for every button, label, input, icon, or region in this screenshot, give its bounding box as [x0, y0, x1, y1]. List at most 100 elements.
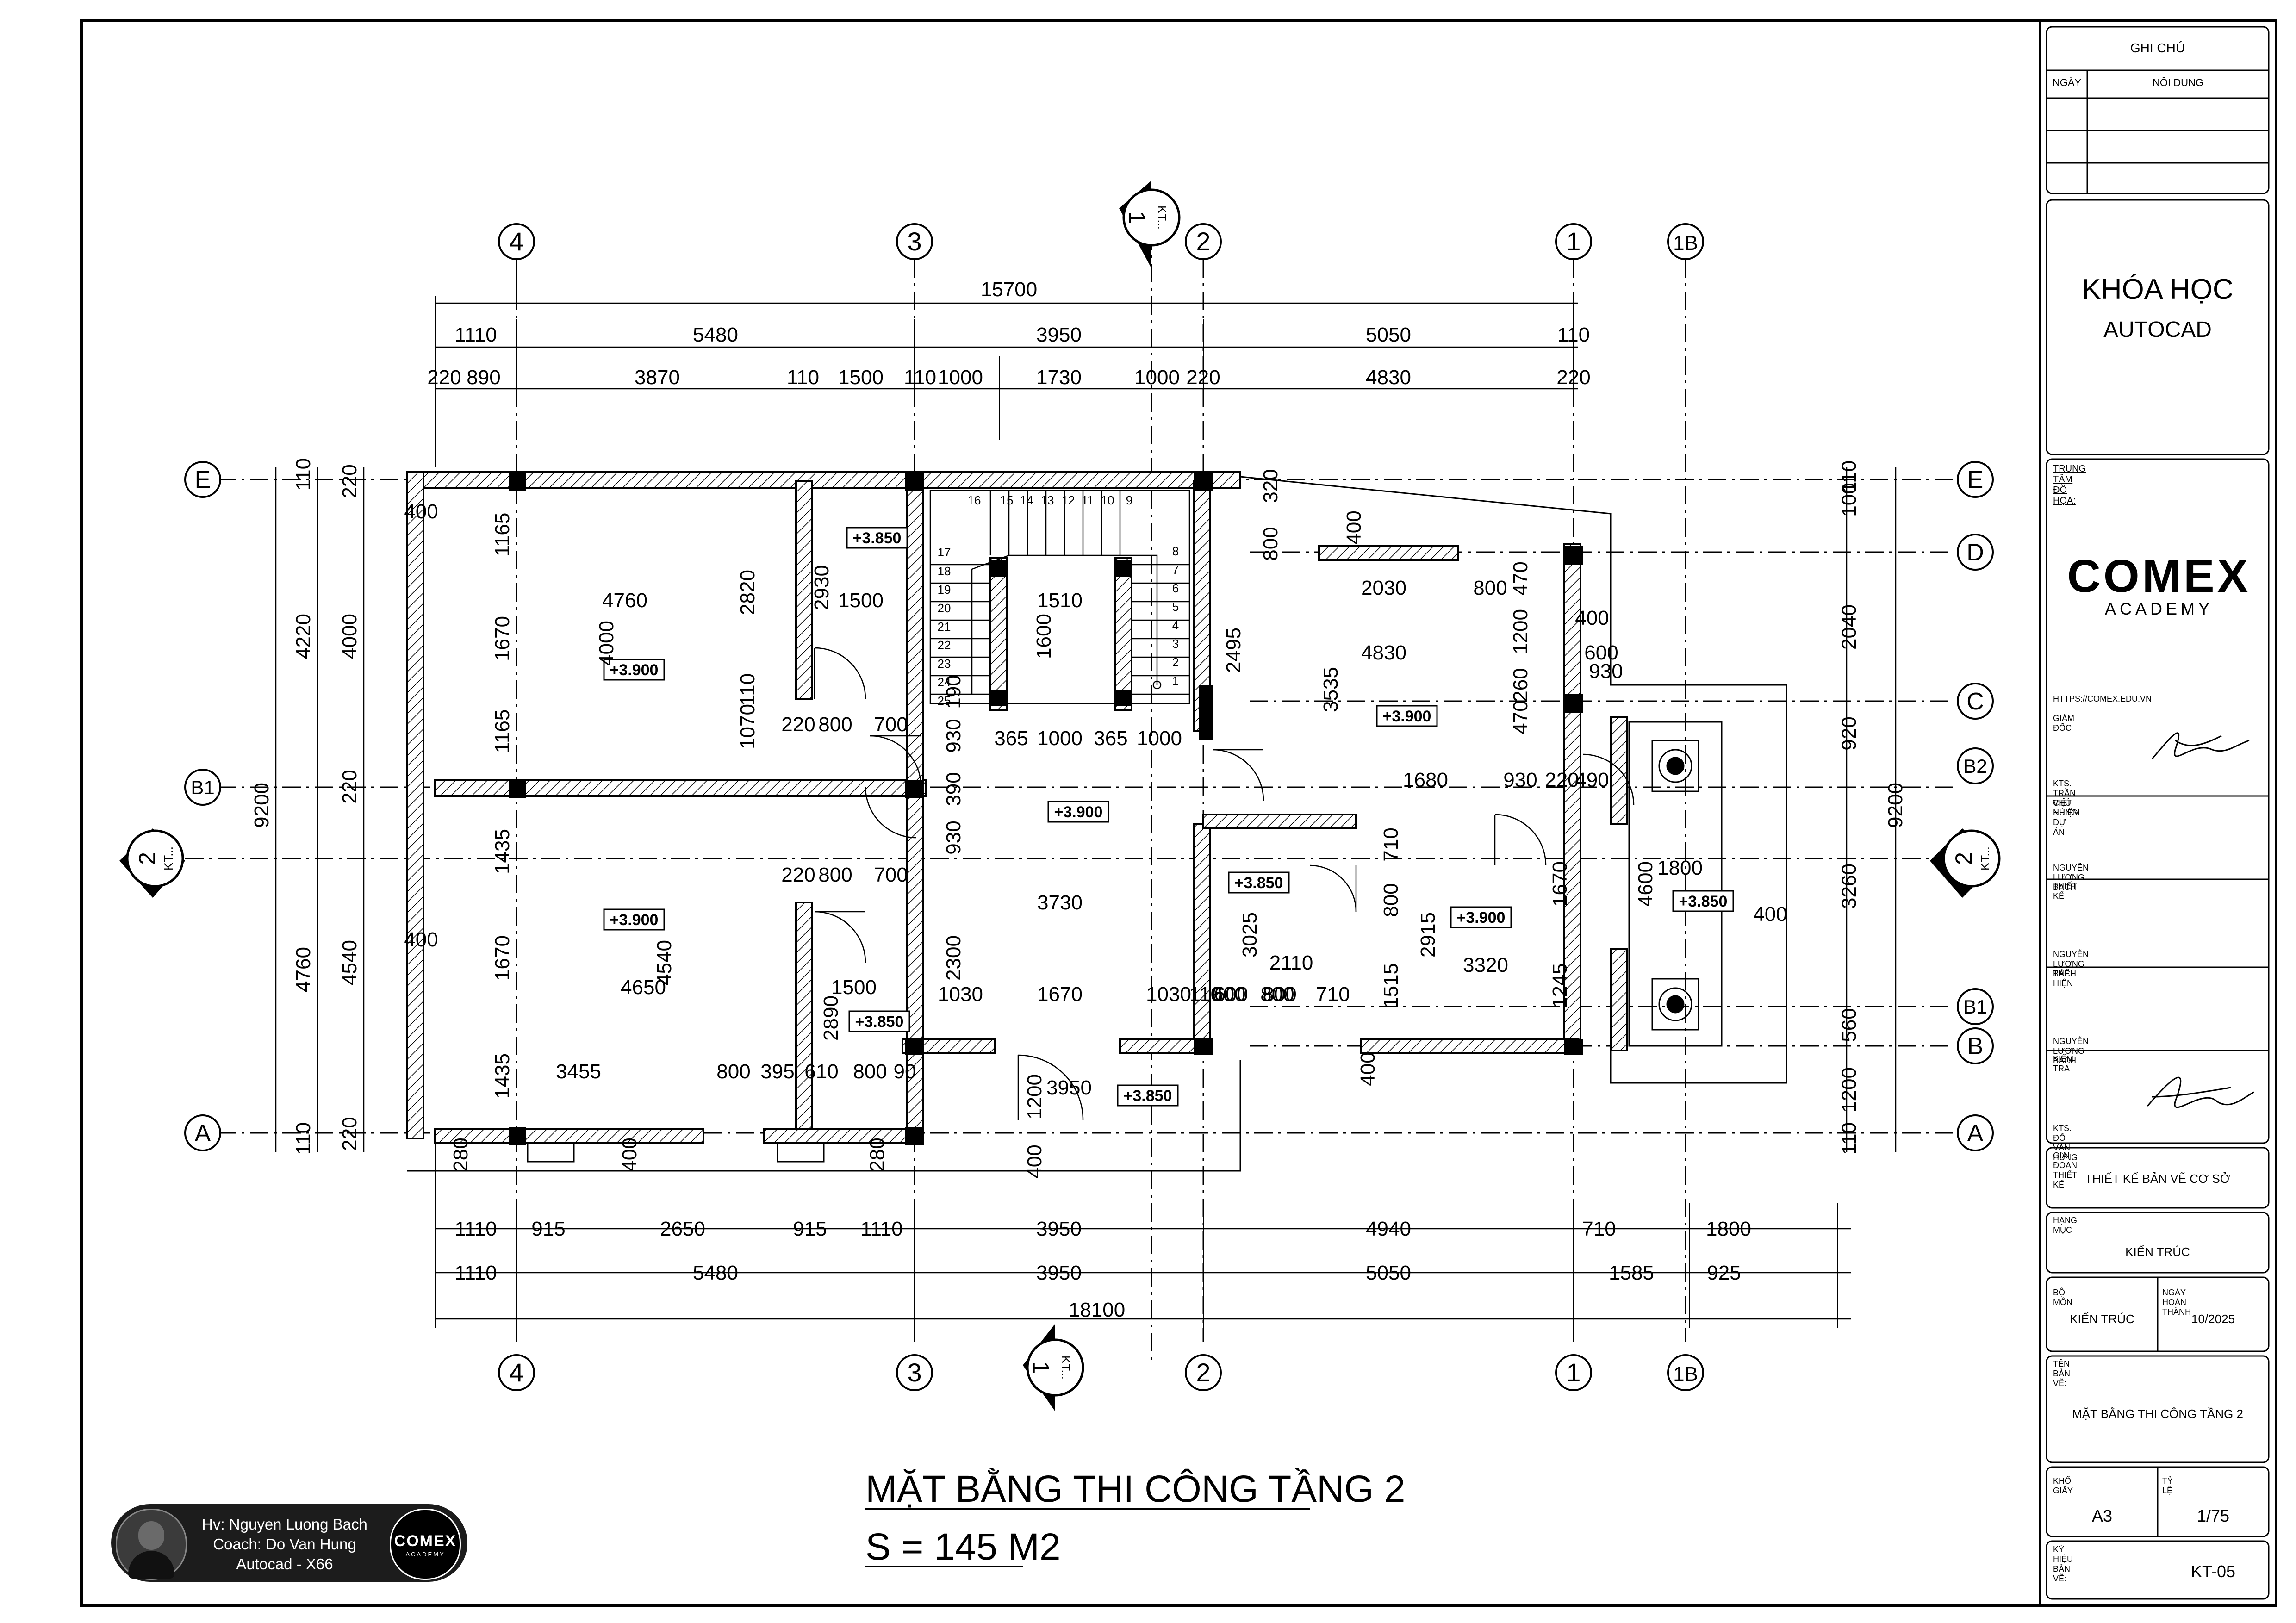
svg-text:710: 710 — [1380, 827, 1402, 861]
svg-text:190: 190 — [942, 675, 965, 709]
sheet-border — [80, 19, 2277, 1607]
svg-text:3730: 3730 — [1037, 891, 1083, 914]
svg-text:1000: 1000 — [1037, 727, 1083, 750]
svg-text:1680: 1680 — [1403, 769, 1448, 791]
executor-name: NGUYỄN LƯƠNG BÁCH — [2053, 1037, 2089, 1065]
svg-text:2890: 2890 — [820, 995, 842, 1041]
svg-text:1110: 1110 — [454, 323, 497, 346]
svg-text:5480: 5480 — [693, 323, 738, 346]
svg-text:220: 220 — [1545, 769, 1579, 791]
svg-text:3950: 3950 — [1036, 323, 1082, 346]
svg-text:3950: 3950 — [1046, 1076, 1092, 1099]
svg-text:2110: 2110 — [1269, 951, 1313, 974]
svg-text:4760: 4760 — [602, 589, 647, 612]
svg-text:1800: 1800 — [1706, 1218, 1751, 1240]
axis-bubble — [184, 769, 221, 806]
axis-bubble — [1555, 223, 1592, 260]
axis-label: 3 — [907, 1358, 921, 1387]
designer-label: THIẾT KẾ — [2053, 882, 2077, 901]
svg-text:280: 280 — [449, 1138, 472, 1171]
svg-text:10: 10 — [1101, 493, 1114, 507]
comex-logo-sub: ACADEMY — [2104, 599, 2214, 618]
svg-text:110: 110 — [904, 366, 936, 389]
paper-label: KHỔ GIẤY — [2053, 1476, 2073, 1495]
axis-bubble — [896, 1354, 933, 1391]
svg-text:710: 710 — [1316, 983, 1350, 1006]
sheet-name-value: MẶT BẰNG THI CÔNG TẦNG 2 — [2072, 1407, 2243, 1421]
plan-area: S = 145 M2 — [865, 1526, 1061, 1568]
svg-text:KT...: KT... — [1059, 1356, 1073, 1380]
svg-text:800: 800 — [853, 1060, 887, 1083]
axis-bubble — [1667, 223, 1704, 260]
svg-text:110: 110 — [1838, 460, 1860, 493]
svg-text:1000: 1000 — [938, 366, 983, 389]
scale-value: 1/75 — [2196, 1506, 2230, 1525]
svg-text:700: 700 — [874, 864, 908, 886]
axis-bubble — [1957, 988, 1994, 1025]
badge-student: Hv: Nguyen Luong Bach — [202, 1516, 367, 1533]
svg-text:1245: 1245 — [1549, 963, 1571, 1008]
svg-text:22: 22 — [938, 638, 951, 652]
svg-text:3455: 3455 — [556, 1060, 601, 1083]
badge-text: Hv: Nguyen Luong Bach Coach: Do Van Hung… — [192, 1514, 377, 1574]
svg-text:2: 2 — [1951, 852, 1977, 865]
svg-text:110: 110 — [736, 673, 759, 706]
svg-text:920: 920 — [1838, 716, 1860, 750]
svg-text:9200: 9200 — [250, 783, 273, 828]
svg-text:400: 400 — [1753, 903, 1787, 926]
director-name: KTS. TRẦN VIỆT HÙNG — [2053, 779, 2078, 817]
svg-text:1670: 1670 — [1037, 983, 1083, 1006]
svg-text:490: 490 — [1575, 769, 1609, 791]
dimension-lines — [275, 296, 1897, 1328]
axis-grid — [185, 231, 1972, 1365]
axis-label: 4 — [509, 1358, 523, 1387]
axis-label: E — [1967, 466, 1984, 493]
svg-text:8: 8 — [1172, 544, 1179, 558]
svg-text:320: 320 — [1259, 469, 1282, 503]
axis-bubble — [1957, 461, 1994, 498]
comex-logo: COMEX ACADEMY — [2062, 553, 2256, 619]
axis-label: 2 — [1196, 1358, 1210, 1387]
svg-text:220: 220 — [781, 864, 815, 886]
svg-text:610: 610 — [804, 1060, 838, 1083]
svg-text:400: 400 — [1575, 607, 1609, 629]
svg-text:2300: 2300 — [942, 935, 965, 981]
svg-text:800: 800 — [1260, 983, 1294, 1006]
svg-text:1500: 1500 — [838, 589, 884, 612]
level-marker: +3.900 — [610, 661, 659, 679]
dept-label: BỘ MÔN — [2053, 1288, 2072, 1307]
svg-text:4000: 4000 — [595, 621, 618, 666]
svg-text:470: 470 — [1509, 700, 1532, 734]
svg-text:11: 11 — [1082, 493, 1094, 507]
svg-text:400: 400 — [404, 928, 438, 951]
svg-text:2650: 2650 — [660, 1218, 705, 1240]
walls — [406, 471, 1628, 1144]
axis-label: A — [195, 1120, 211, 1147]
section-marker-bottom: 1 KT... — [1023, 1324, 1084, 1412]
svg-text:16: 16 — [968, 493, 981, 507]
svg-text:9200: 9200 — [1884, 783, 1907, 828]
svg-text:1110: 1110 — [454, 1262, 497, 1284]
title-block-frames — [2046, 26, 2270, 1600]
dept-value: KIẾN TRÚC — [2070, 1312, 2134, 1326]
svg-text:4940: 4940 — [1366, 1218, 1411, 1240]
svg-text:5050: 5050 — [1366, 323, 1411, 346]
svg-text:1110: 1110 — [860, 1218, 902, 1240]
axis-label: 1B — [1673, 232, 1698, 255]
date-label: NGÀY HOÀN THÀNH — [2162, 1288, 2191, 1317]
svg-text:220: 220 — [781, 713, 815, 736]
svg-text:600: 600 — [1214, 983, 1248, 1006]
axis-bubble — [1957, 1027, 1994, 1064]
svg-text:710: 710 — [1582, 1218, 1616, 1240]
svg-text:800: 800 — [716, 1060, 750, 1083]
svg-text:390: 390 — [942, 772, 965, 806]
svg-text:4600: 4600 — [1634, 861, 1657, 907]
svg-text:110: 110 — [1189, 983, 1222, 1006]
svg-text:3260: 3260 — [1838, 864, 1860, 909]
svg-text:1200: 1200 — [1838, 1067, 1860, 1113]
section-marker-right: 2 KT... — [1930, 828, 2001, 898]
level-markers: +3.850 +3.900 +3.900 +3.900 +3.850 +3.90… — [603, 527, 1734, 1107]
checker-label: KIỂM TRA — [2053, 1054, 2074, 1073]
svg-text:12: 12 — [1062, 493, 1075, 507]
svg-text:2820: 2820 — [736, 570, 759, 615]
